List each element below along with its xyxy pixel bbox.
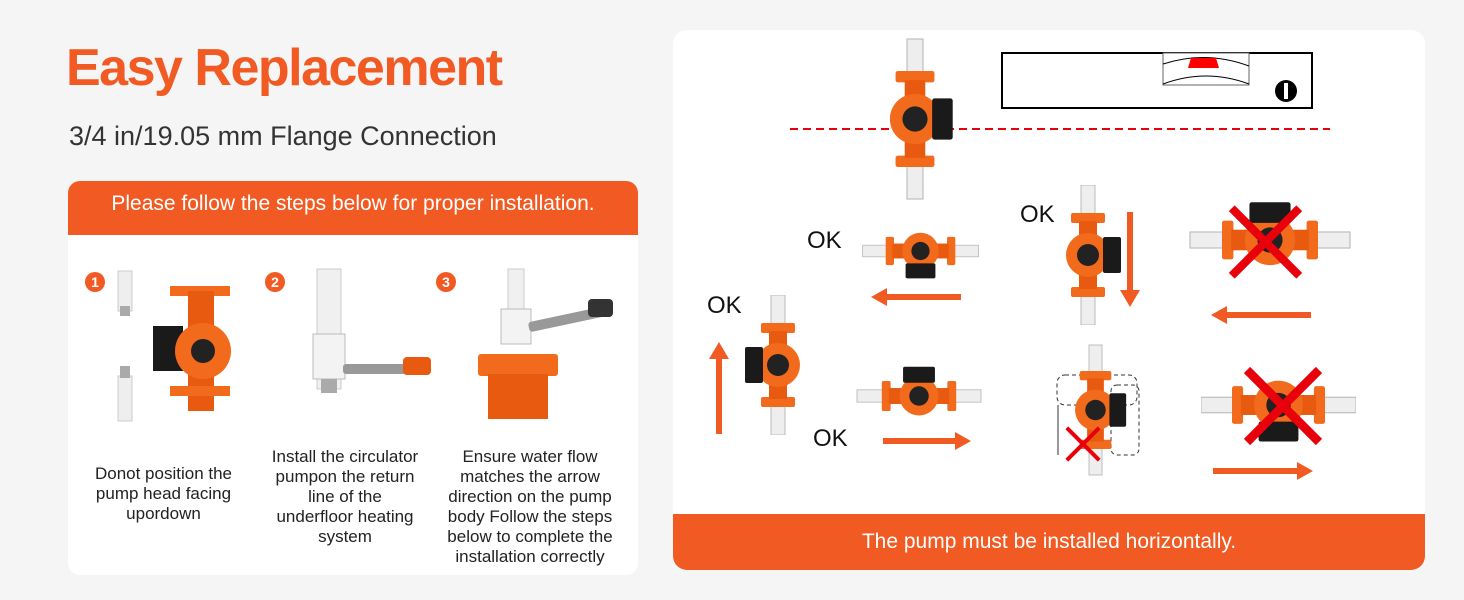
flow-arrow-down [1120, 212, 1140, 307]
flow-arrow-up [709, 342, 729, 434]
pump-vertical-up-ok [744, 295, 801, 435]
flow-arrow-left [871, 288, 961, 306]
wrong-x-icon [1243, 364, 1323, 448]
ok-label: OK [807, 227, 842, 254]
step-3-text: Ensure water flow matches the arrow dire… [447, 447, 613, 566]
step-1-pump-image [117, 270, 231, 422]
vertical-pump-reference [889, 38, 954, 200]
step-1-text: Donot position the pump head facing upor… [94, 464, 233, 523]
horizontal-install-note: The pump must be installed horizontally. [673, 514, 1425, 570]
level-gauge-icon [1001, 52, 1313, 109]
ok-label: OK [1020, 201, 1055, 228]
step-badge: 3 [436, 272, 456, 292]
step-2-pipe-wrench-image [312, 268, 431, 393]
horizontal-reference-line [790, 128, 1330, 130]
step-badge: 1 [85, 272, 105, 292]
installation-steps-card: Please follow the steps below for proper… [68, 181, 638, 575]
step-2-text: Install the circulator pumpon the return… [271, 447, 419, 546]
page-title: Easy Replacement [66, 39, 503, 97]
pump-horizontal-ok [862, 232, 979, 279]
ok-label: OK [707, 292, 742, 319]
pump-horizontal-ok [856, 366, 982, 416]
flow-arrow-right [1213, 462, 1313, 480]
wrong-x-icon [1065, 423, 1101, 465]
steps-header: Please follow the steps below for proper… [68, 181, 638, 235]
pump-vertical-ok [1065, 185, 1122, 325]
step-badge: 2 [265, 272, 285, 292]
flow-arrow-right [883, 432, 971, 450]
flow-arrow-left [1211, 306, 1311, 324]
pump-vertical-motor-up-wrong [1056, 344, 1140, 476]
ok-label: OK [813, 425, 848, 452]
orientation-guide-card: OK OK OK OK The pump must be installed h… [673, 30, 1425, 570]
wrong-x-icon [1228, 202, 1303, 282]
step-3-flange-wrench-image [478, 268, 613, 419]
subtitle: 3/4 in/19.05 mm Flange Connection [69, 121, 497, 151]
